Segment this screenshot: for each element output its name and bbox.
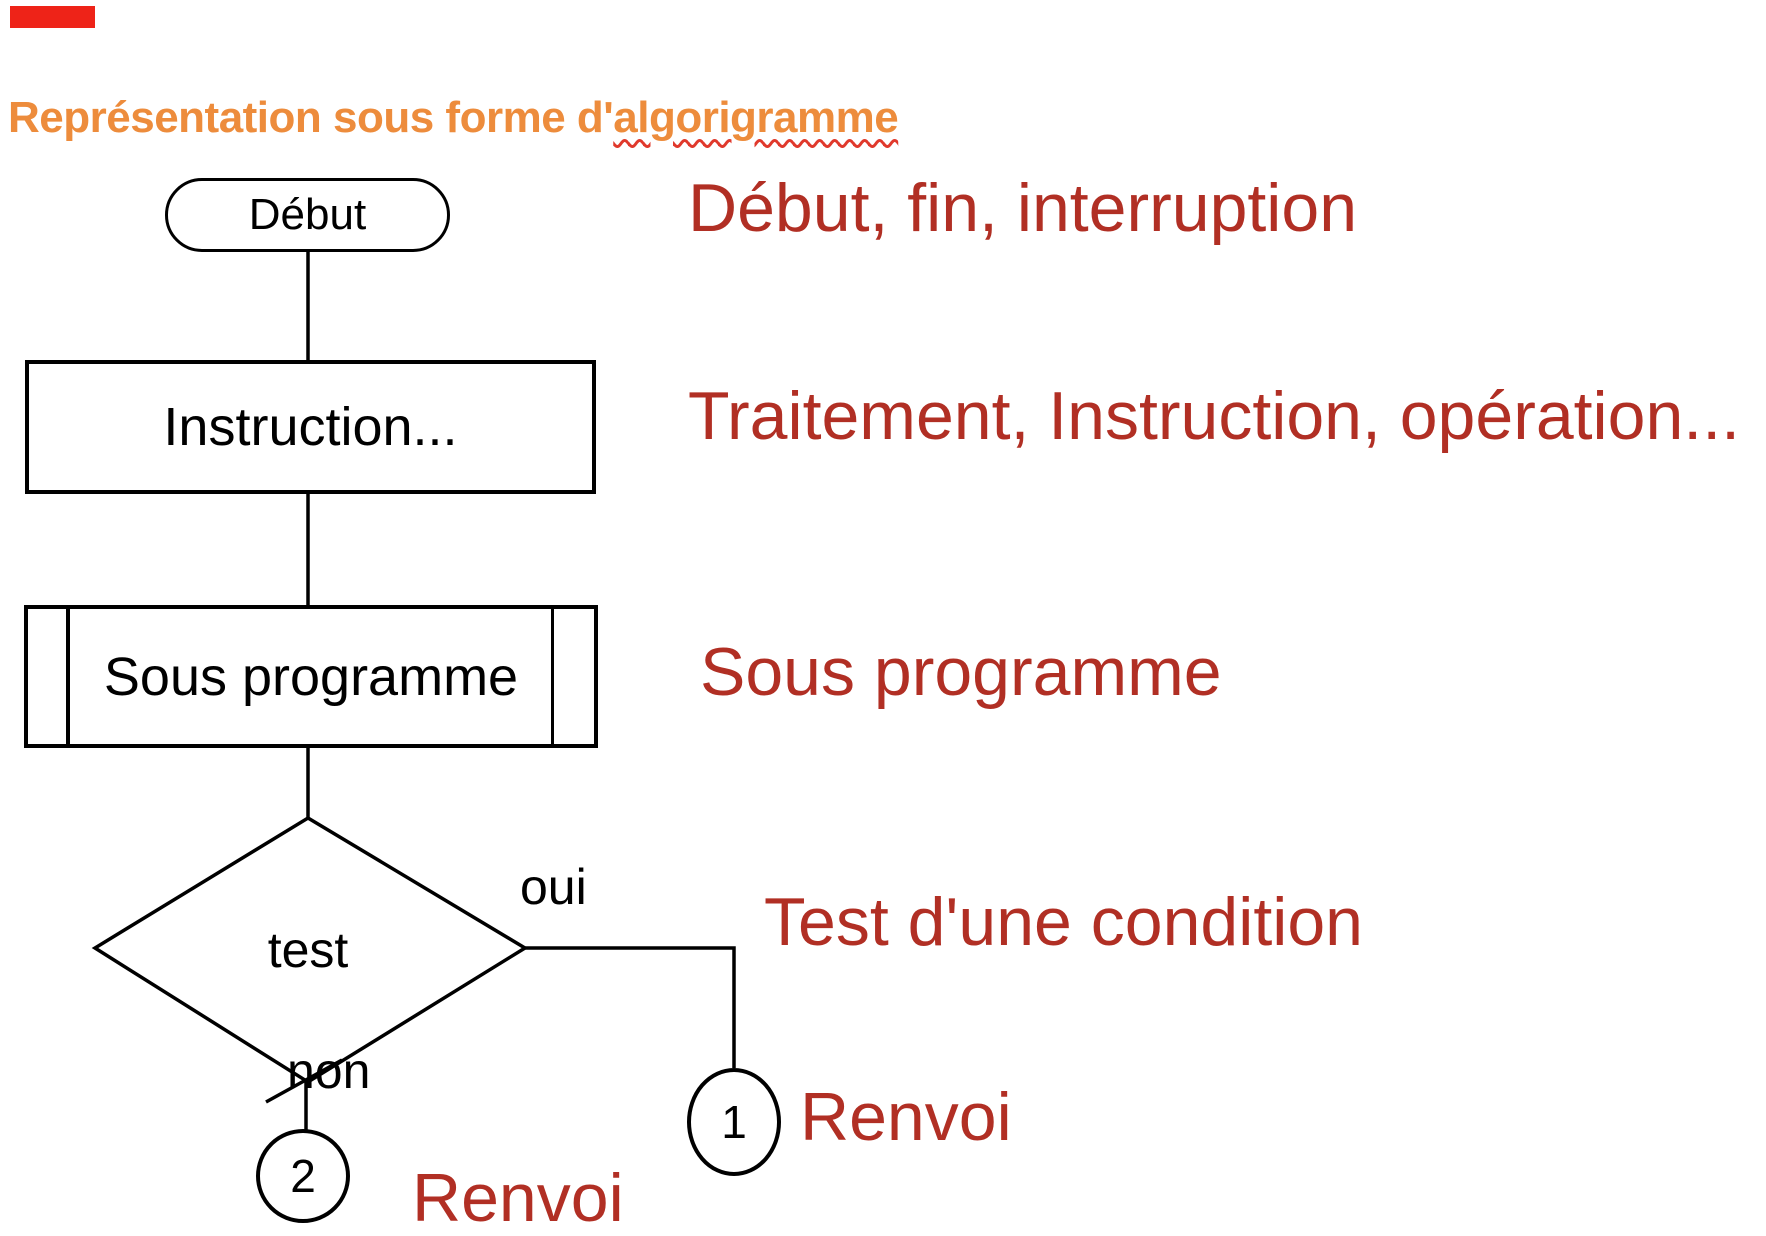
subroutine-right-bar xyxy=(550,609,554,744)
legend-terminator-text: Début, fin, interruption xyxy=(688,170,1358,246)
legend-decision-text: Test d'une condition xyxy=(764,884,1363,960)
process-label: Instruction... xyxy=(163,397,458,457)
connector-circle-2-number: 2 xyxy=(290,1150,316,1202)
branch-yes-line xyxy=(525,946,736,1068)
legend-connector-2-text: Renvoi xyxy=(412,1160,624,1236)
connector-circle-1-shape xyxy=(687,1068,781,1176)
legend-connector-1-text: Renvoi xyxy=(800,1079,1012,1155)
subroutine-left-bar xyxy=(66,609,70,744)
connector-circle-1-number: 1 xyxy=(721,1096,747,1148)
slide-accent-bar xyxy=(10,6,95,28)
branch-yes-label: oui xyxy=(520,859,587,915)
decision-label: test xyxy=(267,922,349,978)
slide-title-prefix: Représentation sous forme d' xyxy=(8,93,614,142)
branch-no-slash-mark xyxy=(265,1058,343,1104)
legend-subroutine-text: Sous programme xyxy=(700,634,1222,710)
slide-title-misspelled-word: algorigramme xyxy=(613,93,899,142)
start-terminator-label: Début xyxy=(248,190,367,239)
connector-circle-2-shape xyxy=(256,1129,350,1223)
subroutine-label: Sous programme xyxy=(103,646,519,707)
subroutine-node: Sous programme xyxy=(24,605,598,748)
slide-title: Représentation sous forme d'algorigramme xyxy=(8,93,899,142)
decision-diamond-shape xyxy=(91,815,529,1085)
start-terminator-node: Début xyxy=(165,178,450,252)
process-node: Instruction... xyxy=(25,360,596,494)
legend-process-text: Traitement, Instruction, opération... xyxy=(688,378,1740,454)
branch-no-label: non xyxy=(287,1043,371,1099)
